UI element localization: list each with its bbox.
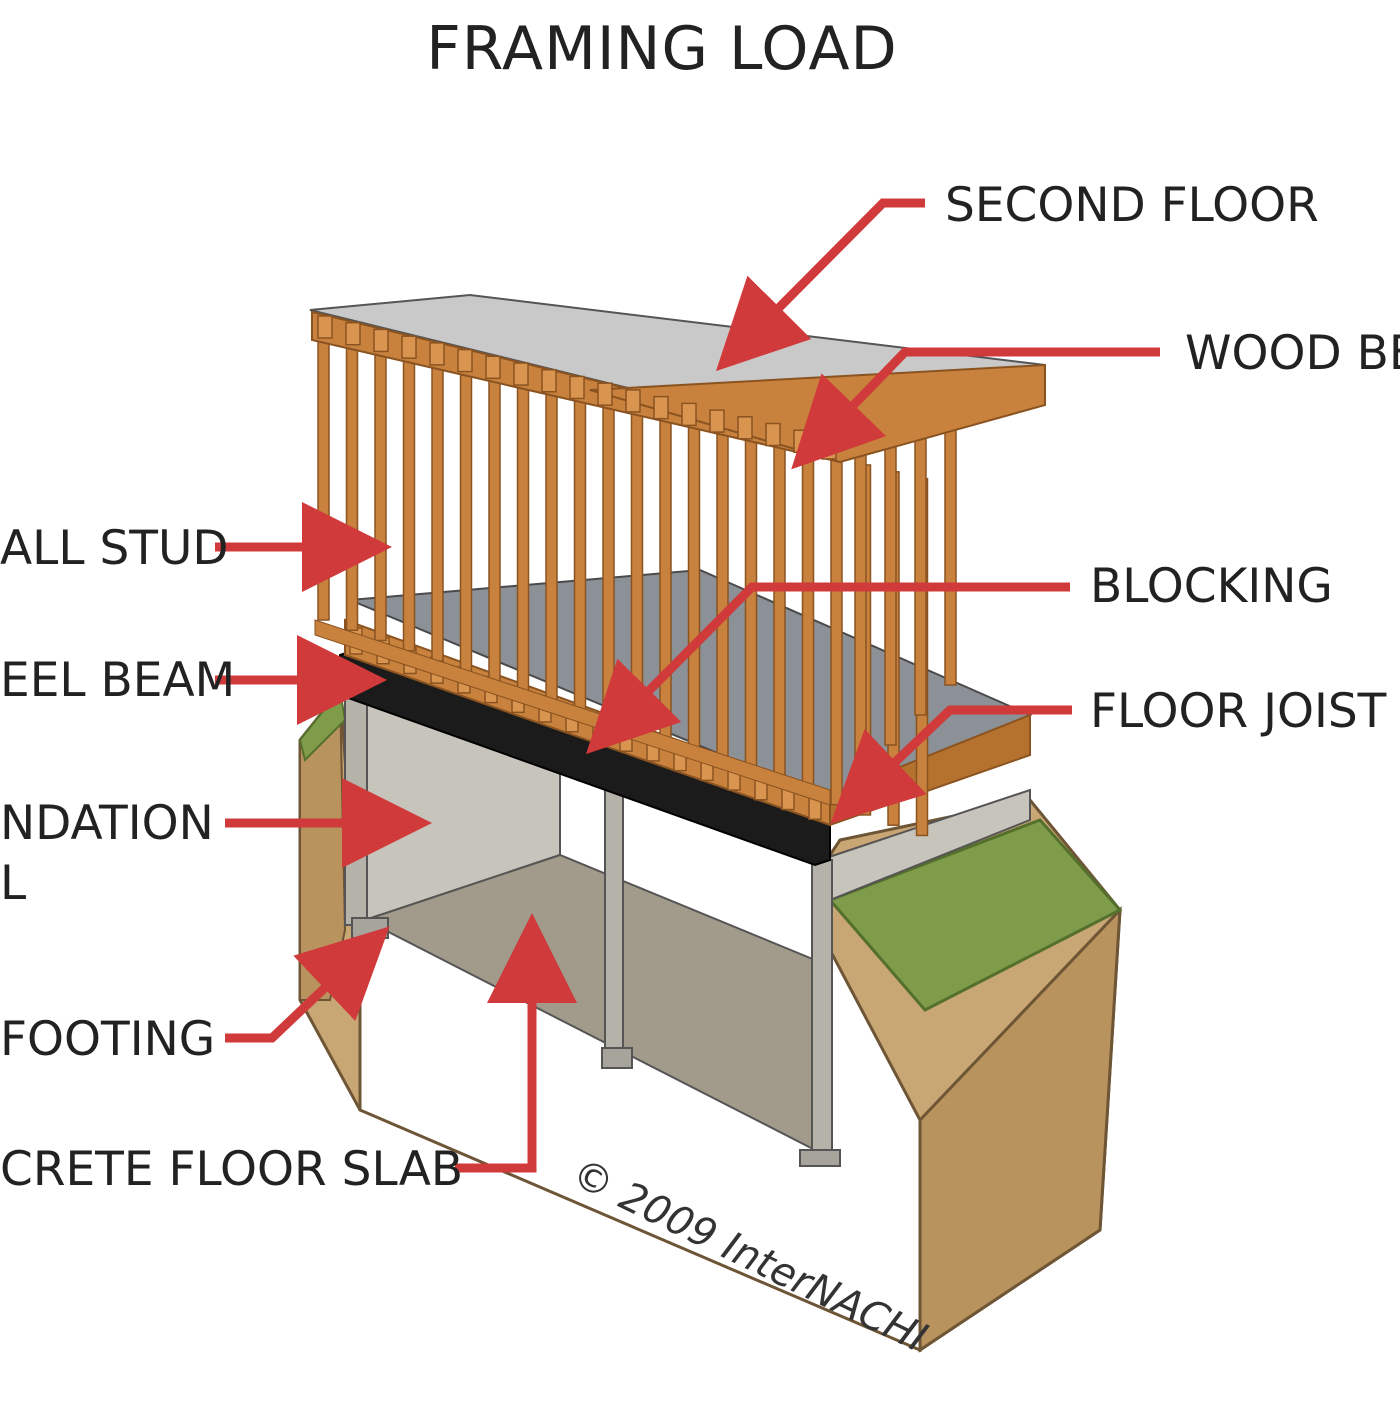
second-floor-joist-end: [793, 429, 809, 453]
arrow-blocking: [585, 582, 1070, 755]
center-footing: [601, 1047, 633, 1069]
label-steel-beam: EEL BEAM: [0, 653, 236, 708]
wall-stud: [459, 368, 473, 673]
wall-stud: [374, 347, 387, 642]
wall-stud: [317, 334, 330, 621]
wall-stud: [716, 430, 729, 765]
wall-stud: [602, 402, 615, 724]
label-foundation-line2: L: [0, 856, 27, 911]
wall-stud: [659, 416, 672, 744]
leader-arrows: [215, 198, 1160, 1173]
label-floor-slab: CRETE FLOOR SLAB: [0, 1142, 464, 1197]
second-floor-joist-end: [681, 402, 697, 427]
second-floor-joist-end: [345, 321, 361, 346]
second-floor-joist-end: [429, 342, 445, 366]
wall-stud: [773, 443, 786, 785]
second-floor-joist-end: [653, 395, 669, 420]
wall-stud: [431, 361, 444, 662]
second-floor-joist-end: [541, 369, 557, 393]
second-floor-joist-end: [765, 422, 781, 447]
wall-stud: [516, 382, 530, 693]
second-floor-joist-end: [457, 348, 473, 373]
right-wall-edge: [811, 859, 833, 1156]
label-second-floor: SECOND FLOOR: [945, 178, 1319, 233]
second-floor-joist-ends: [317, 315, 837, 460]
arrow-floor-slab: [455, 913, 577, 1173]
second-floor-joist-end: [597, 382, 613, 406]
wall-stud: [687, 423, 701, 755]
wall-stud: [545, 388, 558, 703]
grass-right: [827, 818, 1123, 1012]
second-floor-joist-end: [625, 389, 641, 413]
second-floor-joist-end: [737, 416, 753, 440]
arrow-floor-joist: [830, 705, 1072, 824]
second-floor-assembly: [309, 293, 1046, 464]
wall-stud: [914, 428, 927, 716]
arrow-second-floor: [715, 198, 925, 372]
left-wall-edge: [344, 689, 368, 926]
wall-stud: [488, 375, 501, 683]
second-floor-joist-end: [485, 355, 501, 380]
label-wall-stud: ALL STUD: [0, 521, 229, 576]
arrow-wood-beam: [791, 347, 1160, 470]
wall-stud: [630, 409, 644, 734]
center-post: [604, 789, 624, 1051]
wall-studs: [314, 334, 957, 837]
floor-slab: [362, 853, 816, 1152]
wall-stud: [944, 420, 957, 686]
wall-stud: [345, 341, 359, 632]
label-footing: FOOTING: [0, 1012, 216, 1067]
second-floor-joist-end: [709, 409, 725, 433]
right-footing: [799, 1149, 841, 1167]
soil-right-face: [918, 905, 1122, 1353]
diagram-title: FRAMING LOAD: [426, 14, 898, 84]
wall-stud: [573, 395, 587, 714]
label-foundation-line1: NDATION: [0, 796, 214, 851]
second-floor-joist-end: [569, 375, 585, 400]
label-wood-beam: WOOD BE: [1185, 326, 1400, 381]
wall-stud: [402, 354, 416, 652]
wall-stud: [854, 444, 867, 776]
second-floor-joist-end: [513, 362, 529, 386]
second-floor-joist-end: [317, 315, 333, 339]
second-floor-joist-end: [401, 335, 417, 359]
wall-stud: [801, 450, 815, 796]
arrow-footing: [225, 926, 390, 1043]
label-floor-joist: FLOOR JOIST: [1090, 684, 1387, 739]
wall-stud: [830, 457, 843, 806]
wall-stud: [744, 436, 758, 775]
label-blocking: BLOCKING: [1090, 559, 1333, 614]
second-floor-joist-end: [373, 328, 389, 353]
left-footing: [351, 917, 389, 939]
